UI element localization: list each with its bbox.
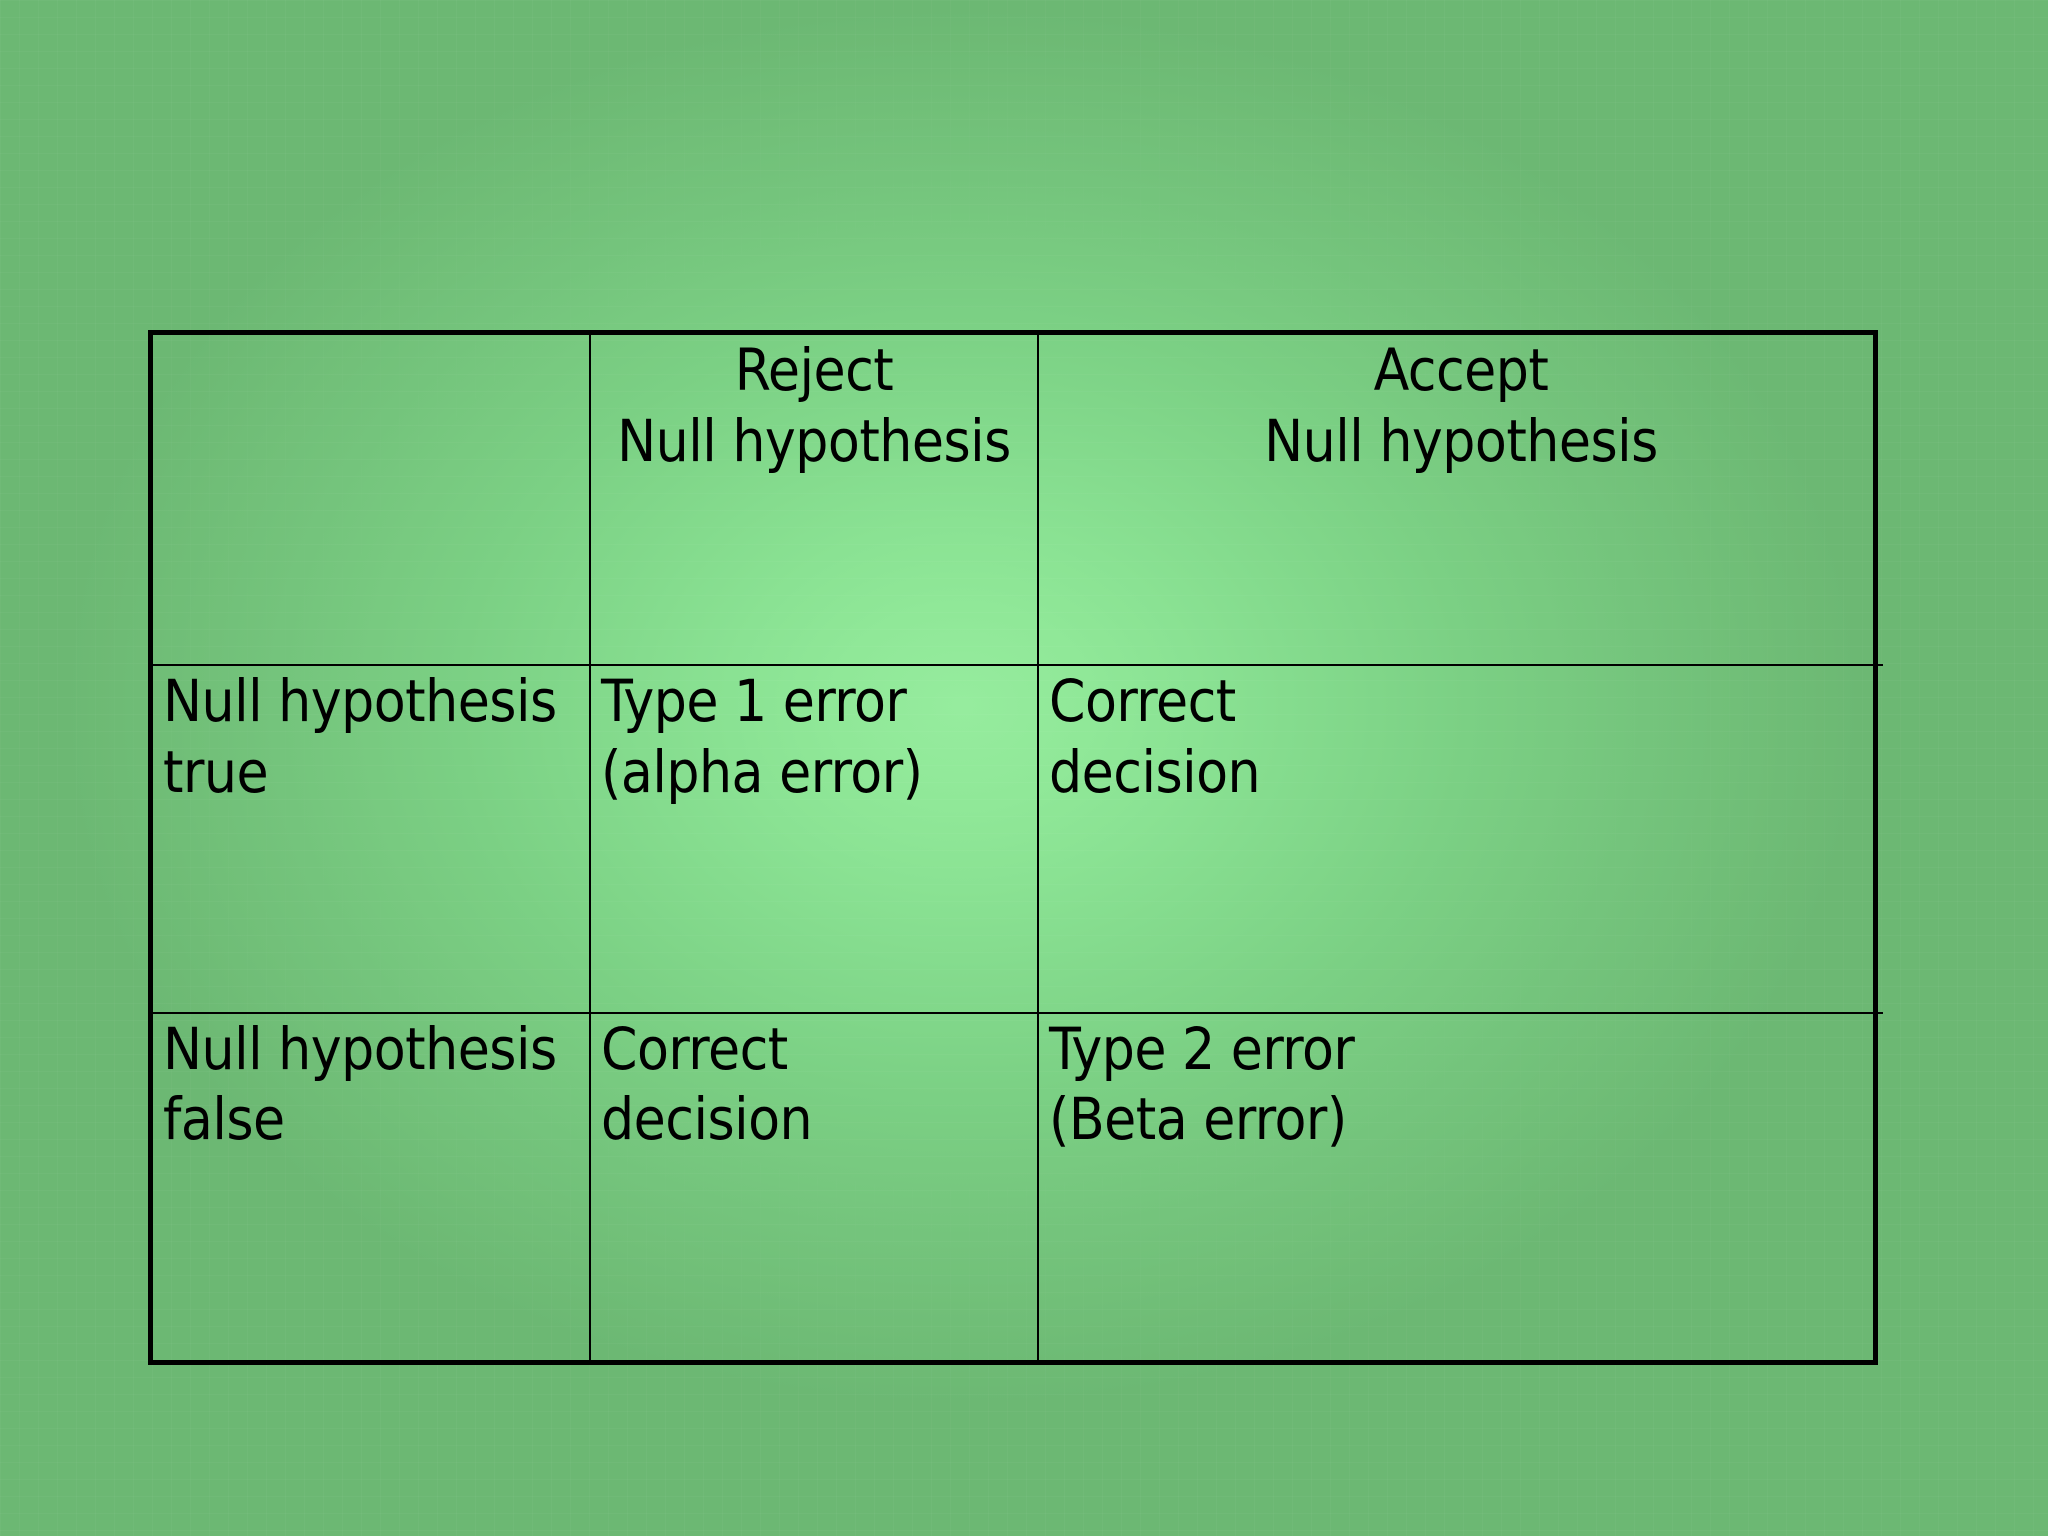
table-header-row: Reject Null hypothesis Accept Null hypot… (153, 335, 1883, 667)
header-reject-line2: Null hypothesis (617, 406, 1011, 475)
cell-line1: Type 2 error (1049, 1014, 1355, 1083)
header-cell-accept: Accept Null hypothesis (1037, 335, 1883, 667)
hypothesis-decision-table: Reject Null hypothesis Accept Null hypot… (148, 330, 1883, 1365)
row-label-line1: Null hypothesis (163, 667, 557, 736)
cell-line2: (Beta error) (1049, 1085, 1347, 1154)
cell-line2: (alpha error) (601, 737, 923, 806)
cell-type1-error: Type 1 error (alpha error) (589, 664, 1039, 1014)
row-label-line2: true (163, 737, 269, 806)
row-label-line2: false (163, 1085, 285, 1154)
cell-line1: Type 1 error (601, 667, 907, 736)
row-label-null-false: Null hypothesis false (153, 1011, 591, 1360)
cell-line2: decision (1049, 737, 1261, 806)
cell-line2: decision (601, 1085, 813, 1154)
table-row: Null hypothesis false Correct decision T… (153, 1011, 1883, 1360)
decision-matrix: Reject Null hypothesis Accept Null hypot… (153, 335, 1883, 1360)
cell-type2-error: Type 2 error (Beta error) (1037, 1011, 1883, 1360)
header-cell-reject: Reject Null hypothesis (589, 335, 1039, 667)
row-label-null-true: Null hypothesis true (153, 664, 591, 1014)
header-reject-line1: Reject (734, 336, 894, 404)
row-label-line1: Null hypothesis (163, 1014, 557, 1083)
header-accept-line2: Null hypothesis (1264, 406, 1658, 475)
table-row: Null hypothesis true Type 1 error (alpha… (153, 664, 1883, 1014)
cell-line1: Correct (1049, 667, 1236, 736)
header-cell-empty (153, 335, 591, 667)
header-accept-line1: Accept (1373, 336, 1549, 404)
cell-correct-decision-accept: Correct decision (1037, 664, 1883, 1014)
cell-line1: Correct (601, 1014, 788, 1083)
cell-correct-decision-reject: Correct decision (589, 1011, 1039, 1360)
